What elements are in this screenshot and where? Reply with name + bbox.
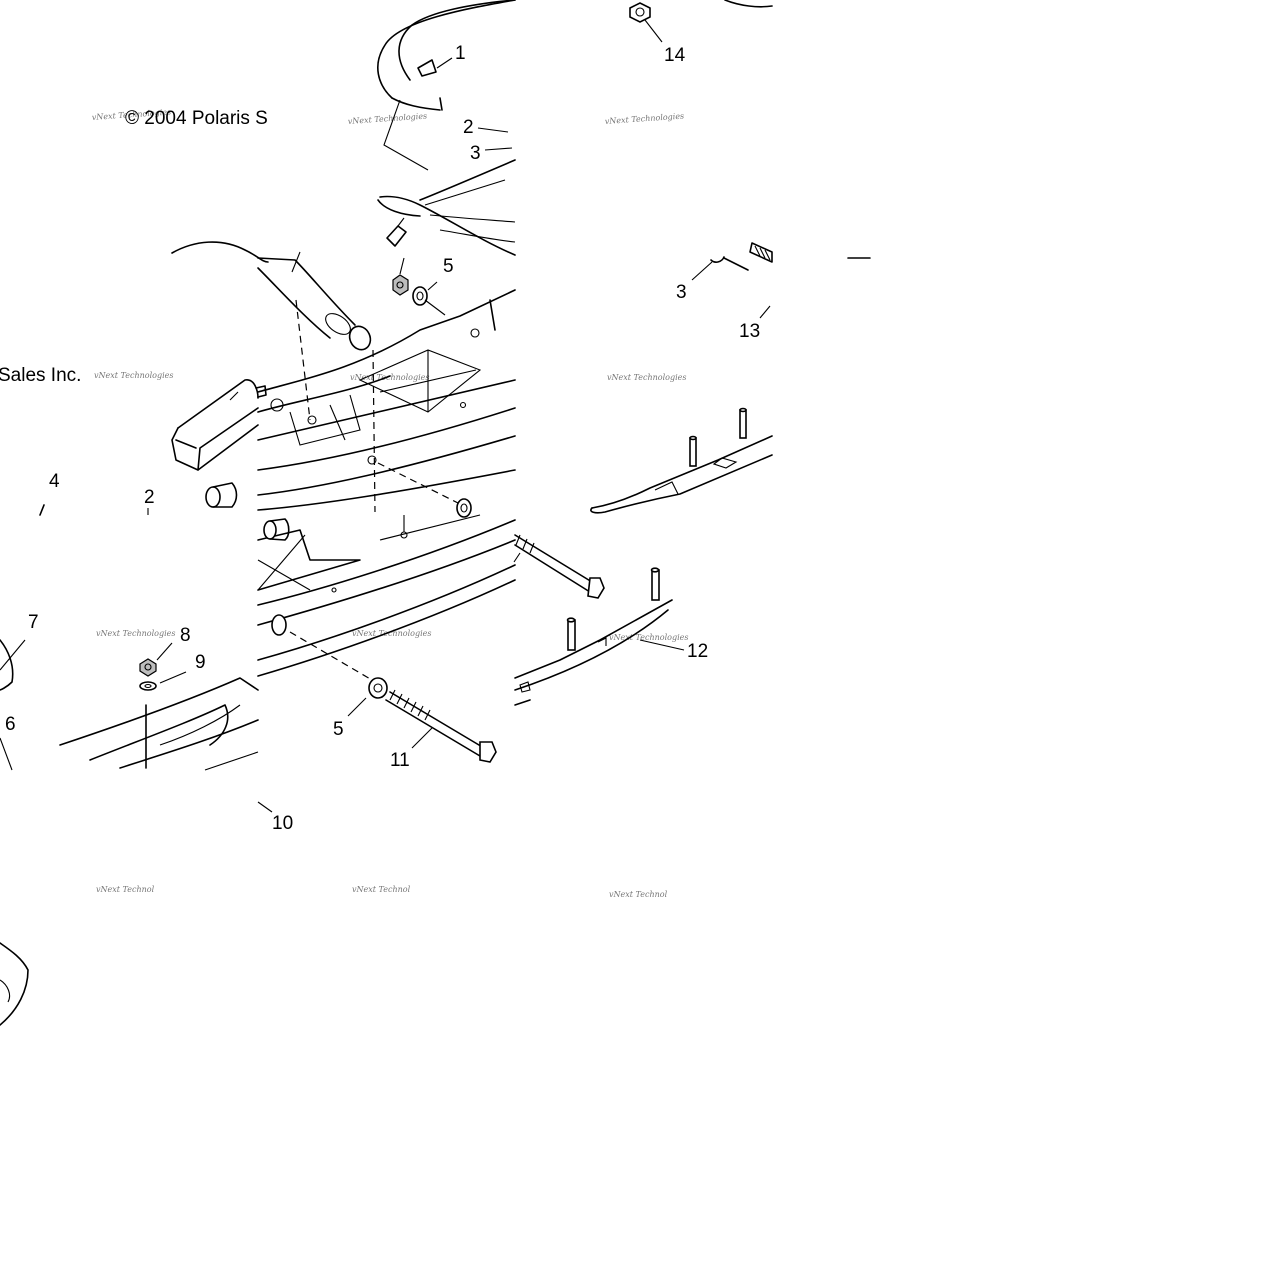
callout-12: 12 (687, 641, 708, 662)
watermark-layer: vNext Technologies vNext Technologies vN… (92, 107, 689, 899)
lower-frame-drawing (0, 504, 685, 1026)
watermark: vNext Technol (609, 890, 668, 899)
watermark: vNext Technologies (605, 111, 685, 126)
ski-loop-drawing (171, 241, 516, 518)
watermark: vNext Technologies (352, 629, 431, 638)
watermark: vNext Technologies (348, 111, 428, 126)
carbide-runner-drawing (590, 242, 871, 514)
callout-3: 3 (470, 143, 481, 164)
watermark: vNext Technologies (94, 371, 173, 380)
copyright-text: © 2004 Polaris S (125, 108, 268, 129)
callout-7: 7 (28, 612, 39, 633)
callout-6: 6 (5, 714, 16, 735)
callout-5-lower: 5 (333, 719, 344, 740)
copyright-text-continued: Sales Inc. (0, 365, 81, 386)
callout-13: 13 (739, 321, 760, 342)
callout-8: 8 (180, 625, 191, 646)
callout-1: 1 (455, 43, 466, 64)
watermark: vNext Technologies (609, 633, 688, 642)
callout-2: 2 (463, 117, 474, 138)
callout-labels: 1 2 3 14 5 3 13 4 2 7 8 9 6 5 11 12 10 (5, 43, 760, 834)
callout-4: 4 (49, 471, 60, 492)
callout-10: 10 (272, 813, 293, 834)
callout-5: 5 (443, 256, 454, 277)
watermark: vNext Technologies (96, 629, 175, 638)
callout-3-right: 3 (676, 282, 687, 303)
callout-14: 14 (664, 45, 686, 66)
watermark: vNext Technol (352, 885, 411, 894)
callout-9: 9 (195, 652, 206, 673)
watermark: vNext Technologies (607, 373, 686, 382)
front-handle-drawing (377, 0, 516, 256)
callout-2-left: 2 (144, 487, 155, 508)
callout-11: 11 (390, 750, 410, 771)
watermark: vNext Technol (96, 885, 155, 894)
nut-14 (629, 0, 773, 43)
watermark: vNext Technologies (350, 373, 429, 382)
